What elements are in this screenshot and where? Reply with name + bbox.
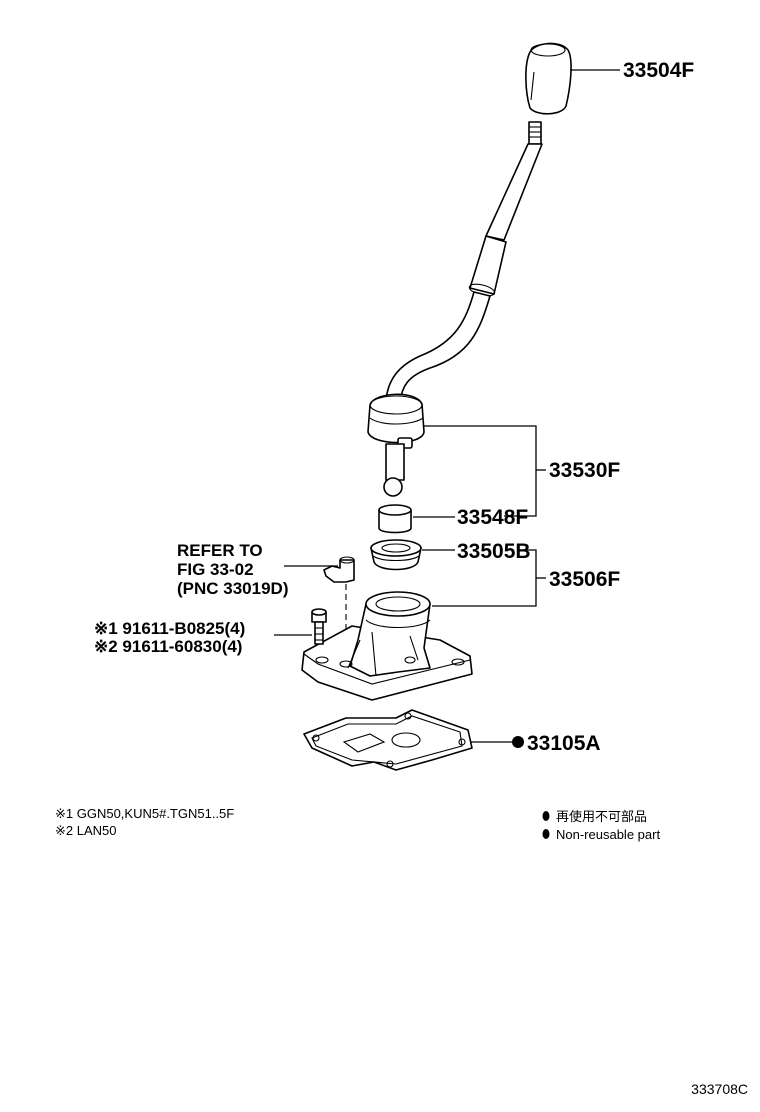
part-label-gasket: 33105A	[527, 732, 601, 755]
shift-lever	[367, 143, 543, 497]
refer-line-1: REFER TO	[177, 541, 263, 560]
footnote-2: ※2 LAN50	[55, 823, 116, 838]
part-label-boot: 33505B	[457, 540, 531, 563]
shift-knob	[525, 42, 572, 115]
refer-line-3: (PNC 33019D)	[177, 579, 289, 598]
figure-code: 333708C	[691, 1081, 748, 1097]
shift-housing	[301, 591, 473, 701]
lever-thread	[528, 121, 542, 145]
legend-text-jp: 再使用不可部品	[556, 809, 647, 824]
part-label-bushing: 33548F	[457, 506, 528, 529]
legend: 再使用不可部品 Non-reusable part	[542, 809, 660, 842]
bolt-label-1: ※1 91611-B0825(4)	[94, 619, 245, 638]
leader-lines	[274, 69, 620, 743]
boot	[370, 539, 422, 571]
gasket	[303, 709, 473, 771]
part-label-knob: 33504F	[623, 59, 694, 82]
bolt-label-2: ※2 91611-60830(4)	[94, 637, 242, 656]
bushing	[378, 504, 412, 534]
refer-line-2: FIG 33-02	[177, 560, 254, 579]
part-label-lever-assy: 33530F	[549, 459, 620, 482]
legend-bullet-en	[542, 829, 550, 839]
legend-text-en: Non-reusable part	[556, 827, 660, 842]
footnote-1: ※1 GGN50,KUN5#.TGN51..5F	[55, 806, 234, 821]
legend-bullet-jp	[542, 811, 550, 821]
part-label-housing-assy: 33506F	[549, 568, 620, 591]
non-reusable-marker	[512, 736, 524, 748]
bolt	[311, 608, 327, 645]
